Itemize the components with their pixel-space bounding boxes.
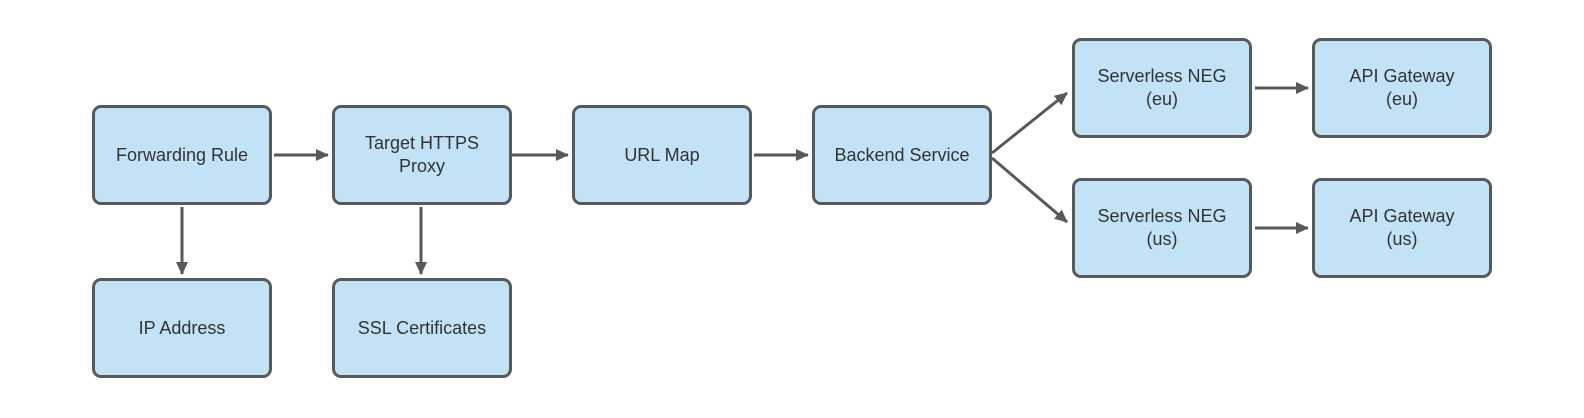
node-backend-service: Backend Service <box>812 105 992 205</box>
node-sublabel: (us) <box>1146 229 1178 249</box>
node-target-https-proxy: Target HTTPS Proxy <box>332 105 512 205</box>
edge-backend-service-to-serverless-neg-eu-arrow <box>991 91 1068 155</box>
node-api-gateway-us: API Gateway (us) <box>1312 178 1492 278</box>
node-ip-address: IP Address <box>92 278 272 378</box>
node-forwarding-rule: Forwarding Rule <box>92 105 272 205</box>
edge-backend-service-to-serverless-neg-us-arrow <box>991 156 1068 224</box>
node-label: Target HTTPS Proxy <box>364 133 480 176</box>
node-label: Backend Service <box>834 144 970 165</box>
node-label: IP Address <box>138 317 226 338</box>
node-label: API Gateway <box>1349 206 1455 226</box>
node-serverless-neg-eu: Serverless NEG (eu) <box>1072 38 1252 138</box>
node-label: SSL Certificates <box>357 317 487 338</box>
node-url-map: URL Map <box>572 105 752 205</box>
node-label: API Gateway <box>1349 66 1455 86</box>
node-api-gateway-eu: API Gateway (eu) <box>1312 38 1492 138</box>
node-sublabel: (eu) <box>1145 89 1178 109</box>
node-label: URL Map <box>624 144 700 165</box>
node-ssl-certificates: SSL Certificates <box>332 278 512 378</box>
node-sublabel: (eu) <box>1385 89 1418 109</box>
node-label: Serverless NEG <box>1097 66 1227 86</box>
node-label: Serverless NEG <box>1097 206 1227 226</box>
node-serverless-neg-us: Serverless NEG (us) <box>1072 178 1252 278</box>
node-sublabel: (us) <box>1386 229 1418 249</box>
node-label: Forwarding Rule <box>115 144 249 165</box>
